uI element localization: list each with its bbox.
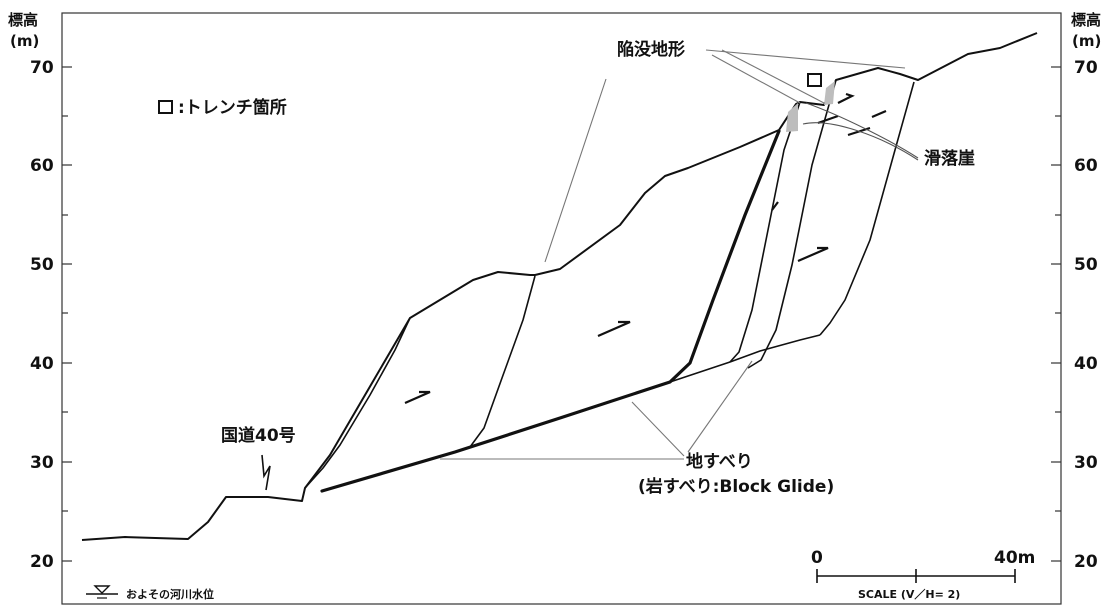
legend-trench: :トレンチ箇所 (158, 97, 287, 118)
scarp-leader-2 (802, 122, 919, 161)
right-tick-label: 40 (1074, 354, 1098, 374)
basal-slip-surface-upper (669, 334, 821, 383)
left-axis-unit-top: 標高 (8, 11, 38, 29)
depression-leader-4 (721, 49, 825, 104)
landslide-leader-3 (687, 360, 753, 453)
landslide-leader-2 (631, 401, 685, 457)
block-1-head-scarp (304, 317, 411, 489)
depression-leader-1 (544, 78, 607, 263)
diagram-frame (61, 12, 1062, 605)
block-3-back-boundary (729, 101, 801, 363)
ground-surface-profile (81, 32, 1038, 541)
left-tick-label: 60 (30, 156, 54, 176)
block-4-back-boundary (747, 79, 837, 369)
movement-arrow-icon (597, 320, 631, 338)
left-tick-label: 30 (30, 453, 54, 473)
scale-start-label: 0 (811, 548, 823, 568)
right-tick-label: 70 (1074, 58, 1098, 78)
legend-water-level: およその河川水位 (86, 585, 214, 601)
landslide-label-line1: 地すべり (686, 451, 753, 472)
movement-arrow-icon (817, 114, 839, 125)
block-1-back-boundary (454, 275, 536, 453)
right-axis-unit-bottom: (m) (1072, 32, 1101, 50)
scarp-leader-1 (805, 102, 919, 159)
right-tick-label: 60 (1074, 156, 1098, 176)
scale-end-label: 40m (994, 548, 1035, 568)
depression-label: 陥没地形 (617, 39, 685, 60)
road-label: 国道40号 (221, 425, 296, 446)
right-tick-label: 50 (1074, 255, 1098, 275)
left-axis-unit-bottom: (m) (10, 32, 39, 50)
right-axis: 標高 (m) 70 60 50 40 30 20 (1051, 11, 1101, 572)
road-pointer-icon (261, 454, 271, 491)
depression-leader-3 (711, 54, 801, 104)
left-tick-label: 50 (30, 255, 54, 275)
movement-arrow-icon (837, 92, 855, 104)
legend-water-level-label: およその河川水位 (126, 587, 214, 601)
water-level-triangle-icon (93, 585, 111, 594)
left-tick-label: 20 (30, 552, 54, 572)
depression-leader-2 (705, 49, 906, 69)
block-4-front-boundary (819, 81, 915, 336)
right-tick-label: 30 (1074, 453, 1098, 473)
legend-trench-label: :トレンチ箇所 (178, 97, 287, 118)
left-tick-label: 40 (30, 354, 54, 374)
scale-caption: SCALE (V／H= 2) (858, 588, 960, 601)
left-tick-label: 70 (30, 58, 54, 78)
landslide-label-line2: (岩すべり:Block Glide) (638, 476, 834, 497)
scarp-shading-right (824, 81, 835, 105)
movement-arrow-icon (404, 390, 431, 405)
movement-arrows (404, 92, 887, 405)
movement-arrow-icon (871, 109, 887, 119)
movement-arrow-icon (797, 246, 829, 263)
trench-location-marker (807, 73, 822, 87)
scarp-shading-left (786, 103, 798, 132)
left-axis: 標高 (m) 70 60 50 40 30 20 (8, 11, 72, 572)
scale-bar: 0 40m SCALE (V／H= 2) (811, 548, 1035, 601)
right-axis-unit-top: 標高 (1071, 11, 1101, 29)
scarp-label: 滑落崖 (924, 149, 975, 169)
legend-trench-square-icon (158, 100, 173, 114)
basal-sliding-plane (320, 129, 781, 493)
movement-arrow-icon (771, 201, 779, 211)
right-tick-label: 20 (1074, 552, 1098, 572)
